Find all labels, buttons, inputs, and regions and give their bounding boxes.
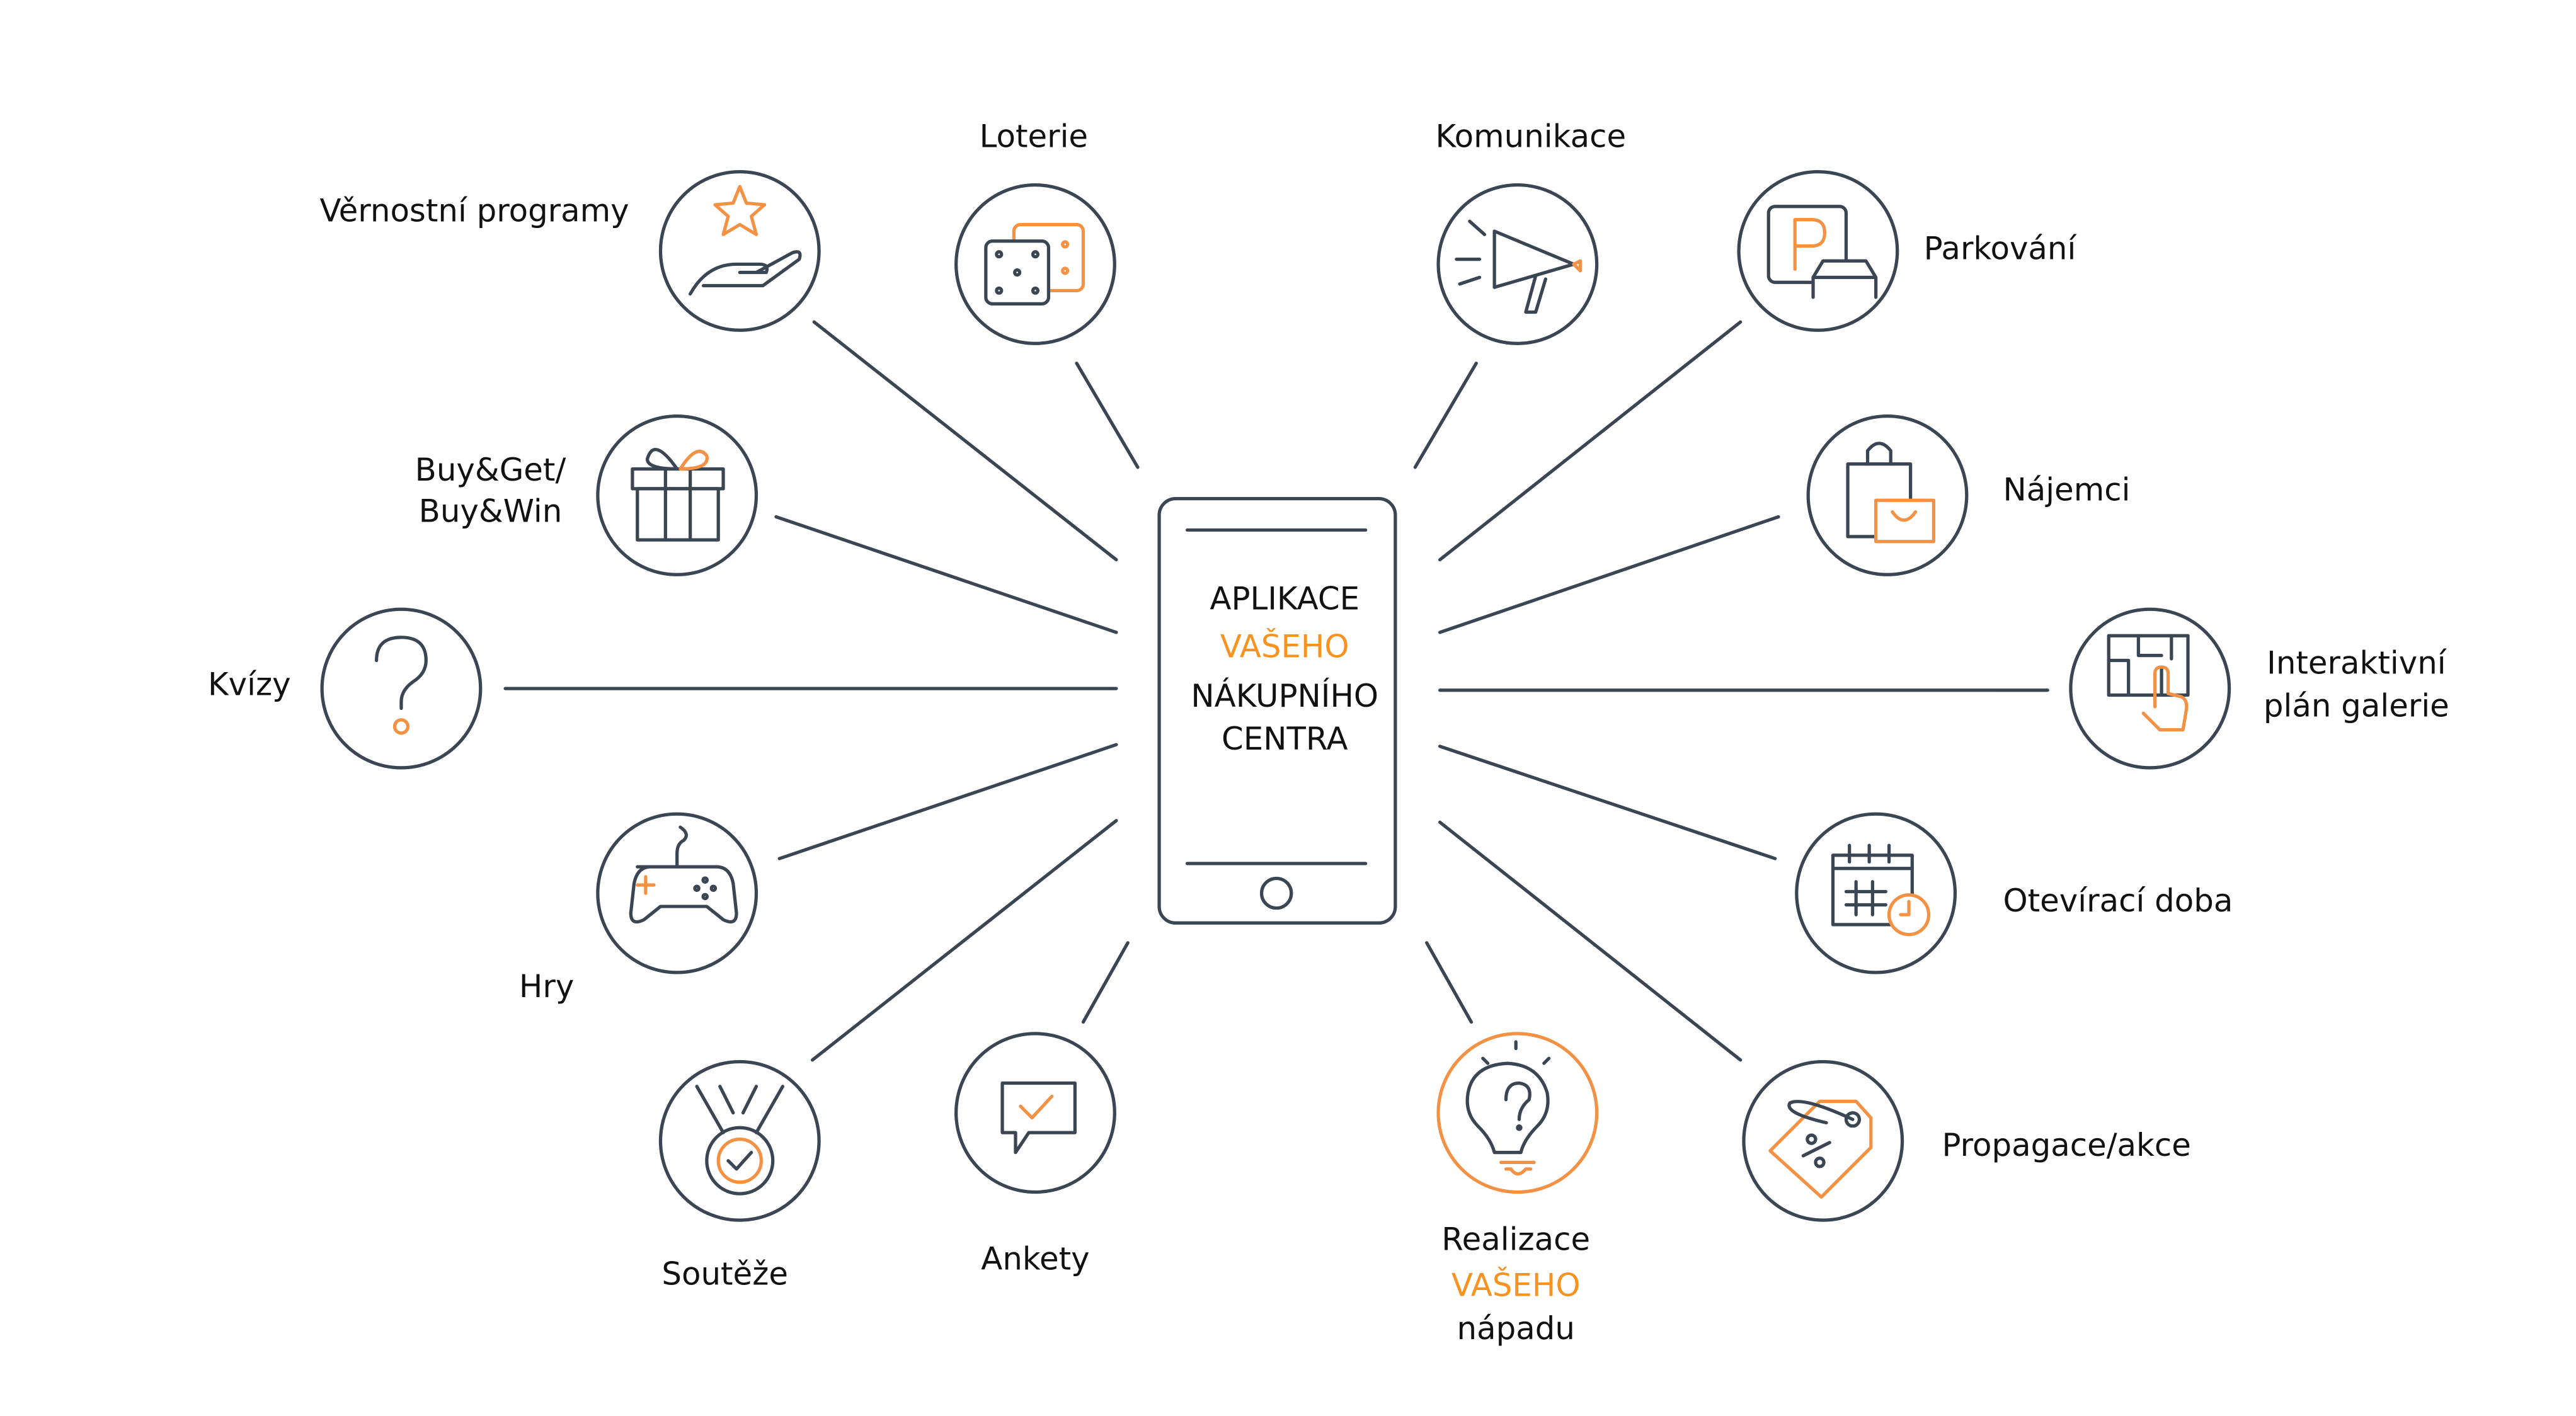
discount-tag-icon (1768, 1099, 1873, 1199)
node-quizzes: Kvízy (208, 607, 483, 770)
label-quizzes: Kvízy (208, 666, 291, 703)
node-idea: Realizace VAŠEHO nápadu (1436, 1032, 1599, 1347)
label-lottery: Loterie (980, 118, 1088, 154)
chat-check-icon (1000, 1081, 1077, 1155)
medal-icon (695, 1085, 785, 1196)
node-games: Hry (519, 812, 758, 1005)
floor-plan-touch-icon (2107, 634, 2190, 732)
dice-icon (984, 222, 1085, 305)
parking-car-icon (1766, 205, 1878, 299)
label-parking: Parkování (1924, 231, 2078, 267)
megaphone-icon (1455, 219, 1583, 314)
node-contests: Soutěže (658, 1059, 821, 1292)
gamepad-icon (629, 825, 738, 924)
hand-star-icon (689, 185, 802, 296)
node-communication: Komunikace (1436, 118, 1627, 345)
label-contests: Soutěže (661, 1255, 788, 1292)
home-button-icon (1259, 876, 1293, 910)
label-tenants: Nájemci (2003, 471, 2130, 508)
label-promotions: Propagace/akce (1942, 1127, 2190, 1163)
label-polls: Ankety (981, 1241, 1089, 1277)
label-games: Hry (519, 968, 574, 1005)
calendar-clock-icon (1831, 843, 1931, 937)
phone: APLIKACE VAŠEHO NÁKUPNÍHO CENTRA (1157, 497, 1397, 925)
lightbulb-question-icon (1465, 1040, 1551, 1176)
label-idea-line3: nápadu (1457, 1310, 1575, 1347)
node-interactive-map: Interaktivní plán galerie (2069, 607, 2449, 770)
node-parking: Parkování (1737, 170, 2078, 332)
label-buy-win: Buy&Win (419, 493, 563, 529)
label-idea-line2: VAŠEHO (1451, 1267, 1581, 1304)
label-loyalty: Věrnostní programy (319, 192, 629, 229)
center-title-line4: CENTRA (1222, 721, 1348, 757)
label-communication: Komunikace (1436, 118, 1627, 154)
question-mark-icon (375, 636, 428, 735)
label-buy-get: Buy&Get/ (415, 452, 566, 488)
node-loyalty: Věrnostní programy (319, 170, 821, 332)
connector-lines (503, 320, 2049, 1062)
node-lottery: Loterie (954, 118, 1116, 345)
label-map-line1: Interaktivní (2267, 644, 2447, 681)
label-idea-line1: Realizace (1441, 1221, 1590, 1257)
node-opening-hours: Otevírací doba (1795, 812, 2233, 974)
label-map-line2: plán galerie (2264, 688, 2449, 724)
shopping-bags-icon (1846, 442, 1935, 544)
center-title-line2: VAŠEHO (1220, 627, 1349, 665)
label-opening-hours: Otevírací doba (2003, 882, 2233, 919)
node-tenants: Nájemci (1806, 414, 2130, 576)
node-promotions: Propagace/akce (1742, 1059, 2191, 1222)
center-title-line1: APLIKACE (1210, 580, 1360, 617)
gift-icon (631, 448, 725, 542)
node-polls: Ankety (954, 1032, 1116, 1277)
node-buy-get: Buy&Get/ Buy&Win (415, 414, 758, 576)
center-title-line3: NÁKUPNÍHO (1191, 677, 1378, 714)
